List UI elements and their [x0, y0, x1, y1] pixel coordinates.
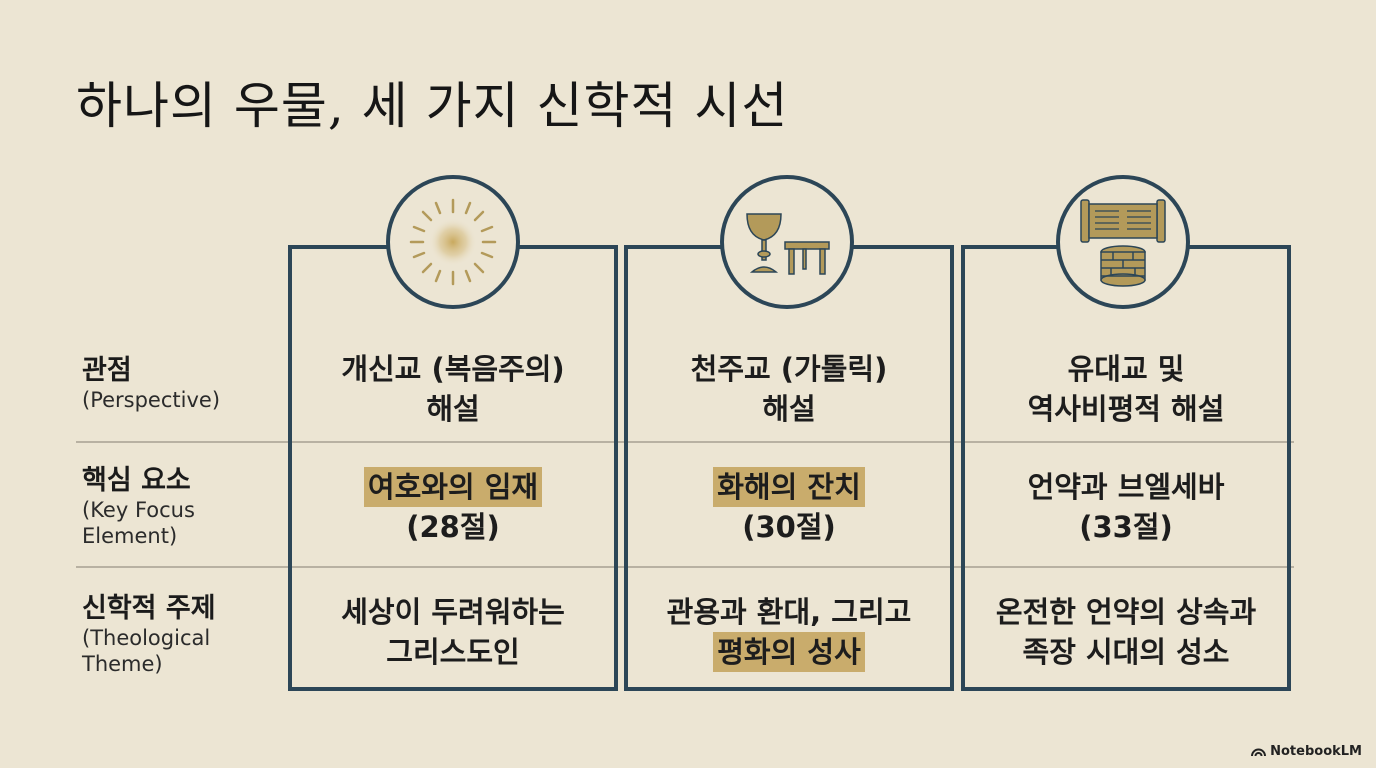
row-label-theme: 신학적 주제 (Theological Theme): [82, 586, 232, 677]
brand-watermark: NotebookLM: [1251, 744, 1362, 759]
icon-circle-jewish: [1056, 175, 1190, 309]
cell-line-highlighted: 여호와의 임재: [363, 467, 543, 507]
cell-key-focus-jewish: 언약과 브엘세바 (33절): [961, 467, 1291, 547]
cell-key-focus-catholic: 화해의 잔치 (30절): [624, 467, 954, 547]
cell-line: 유대교 및: [1067, 352, 1185, 386]
row-divider: [76, 566, 1294, 568]
cell-line: 족장 시대의 성소: [1022, 635, 1230, 669]
cell-line: 세상이 두려워하는: [341, 595, 565, 629]
row-label-en: (Key Focus Element): [82, 498, 195, 548]
cell-line: (33절): [1079, 510, 1173, 544]
row-divider: [76, 441, 1294, 443]
cell-key-focus-protestant: 여호와의 임재 (28절): [288, 467, 618, 547]
cell-line-highlighted: 평화의 성사: [713, 632, 865, 672]
row-label-en: (Theological Theme): [82, 626, 211, 676]
row-label-ko: 신학적 주제: [82, 593, 216, 624]
cell-line: 언약과 브엘세바: [1027, 470, 1225, 504]
cell-line: 역사비평적 해설: [1027, 392, 1225, 426]
row-label-key-focus: 핵심 요소 (Key Focus Element): [82, 458, 232, 549]
cell-perspective-protestant: 개신교 (복음주의) 해설: [288, 349, 618, 429]
row-label-perspective: 관점 (Perspective): [82, 348, 220, 413]
cell-line: (28절): [406, 510, 500, 544]
sun-glow-icon: [409, 198, 497, 286]
scroll-well-icon: [1080, 199, 1166, 287]
cell-perspective-catholic: 천주교 (가톨릭) 해설: [624, 349, 954, 429]
cell-line: 온전한 언약의 상속과: [995, 595, 1257, 629]
row-label-ko: 핵심 요소: [82, 465, 191, 496]
icon-circle-catholic: [720, 175, 854, 309]
cell-theme-catholic: 관용과 환대, 그리고 평화의 성사: [624, 592, 954, 672]
page-title: 하나의 우물, 세 가지 신학적 시선: [76, 77, 789, 135]
brand-label: NotebookLM: [1270, 744, 1362, 759]
cell-line: (30절): [742, 510, 836, 544]
cell-perspective-jewish: 유대교 및 역사비평적 해설: [961, 349, 1291, 429]
cell-line: 해설: [762, 392, 816, 426]
cell-theme-jewish: 온전한 언약의 상속과 족장 시대의 성소: [961, 592, 1291, 672]
cell-line: 천주교 (가톨릭): [690, 352, 888, 386]
cell-line: 해설: [426, 392, 480, 426]
cell-line: 관용과 환대, 그리고: [666, 595, 912, 629]
cell-line-highlighted: 화해의 잔치: [713, 467, 865, 507]
icon-circle-protestant: [386, 175, 520, 309]
cell-theme-protestant: 세상이 두려워하는 그리스도인: [288, 592, 618, 672]
row-label-en: (Perspective): [82, 388, 221, 412]
cell-line: 그리스도인: [386, 635, 520, 669]
chalice-table-icon: [746, 213, 830, 275]
notebooklm-logo-icon: [1251, 748, 1267, 757]
row-label-ko: 관점: [82, 355, 132, 386]
cell-line: 개신교 (복음주의): [341, 352, 565, 386]
